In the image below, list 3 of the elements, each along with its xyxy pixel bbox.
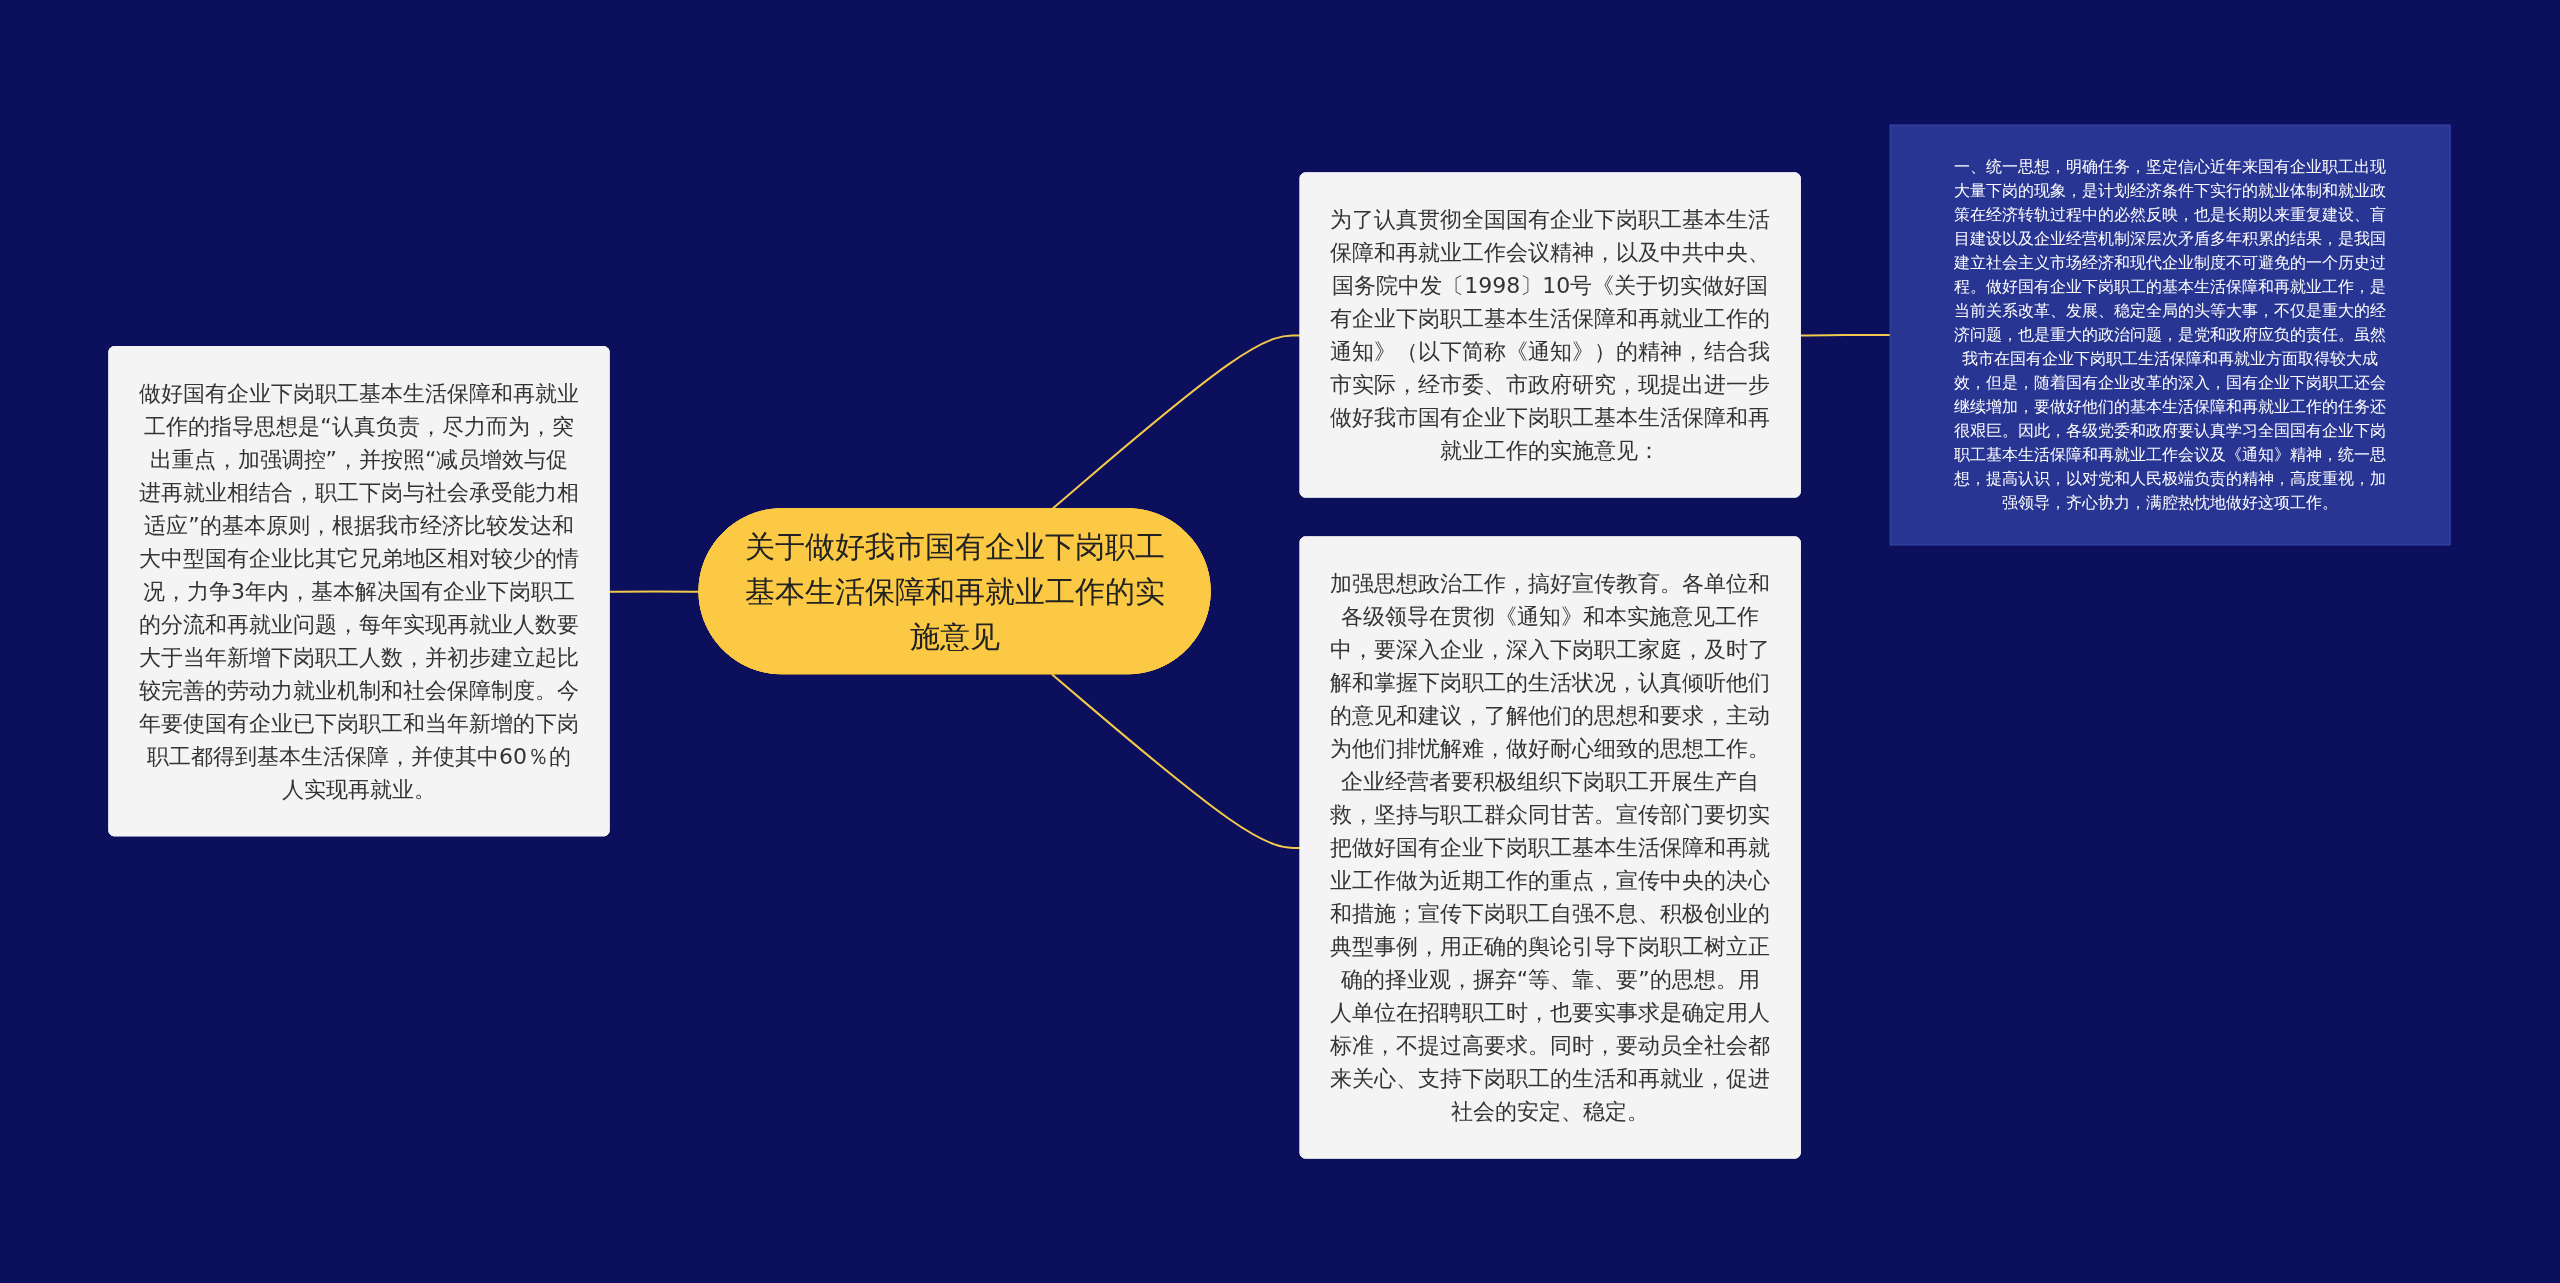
node-box: 一、统一思想，明确任务，坚定信心近年来国有企业职工出现大量下岗的现象，是计划经济条件下实行的就业体制和就业政策在经济转轨过程中的必然反映，也是长期以来重复建设、盲目建设以及企业经营机制深层次矛盾多年积累的结果，是我国建立社会主义市场经济和现代企业制度不可避免的一个历史过程。做好国有企业下岗职工的基本生活保障和再就业工作，是当前关系改革、发展、稳定全局的头等大事，不仅是重大的经济问题，也是重大的政治问题，是党和政府应负的责任。虽然我市在国有企业下岗职工生活保障和再就业方面取得较大成效，但是，随着国有企业改革的深入，国有企业下岗职工还会继续增加，要做好他们的基本生活保障和再就业工作的任务还很艰巨。因此，各级党委和政府要认真学习全国国有企业下岗职工基本生活保障和再就业工作会议及《通知》精神，统一思想，提高认识，以对党和人民极端负责的精神，高度重视，加强领导，齐心协力，满腔热忱地做好这项工作。 [1890,124,2452,546]
connector [1800,334,1892,337]
connector [608,590,701,593]
